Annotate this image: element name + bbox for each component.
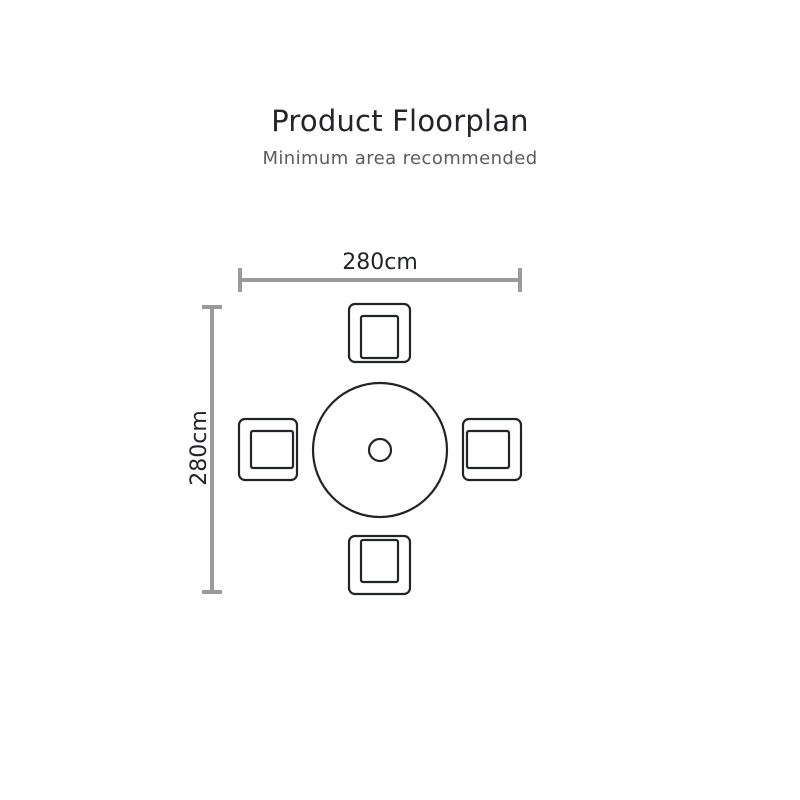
chair-top-outer xyxy=(347,302,412,364)
parasol-hole xyxy=(367,437,393,463)
chair-top xyxy=(347,302,412,364)
chair-top-seat xyxy=(359,314,400,360)
chair-right-outer xyxy=(461,417,523,482)
width-dimension-label: 280cm xyxy=(342,250,418,275)
page-subtitle: Minimum area recommended xyxy=(262,148,538,169)
page-title: Product Floorplan xyxy=(271,104,529,138)
chair-left-outer xyxy=(237,417,299,482)
chair-right-seat xyxy=(465,429,511,470)
chair-left-seat xyxy=(249,429,295,470)
chair-bottom xyxy=(347,534,412,596)
width-dimension-line xyxy=(238,268,522,292)
chair-left xyxy=(237,417,299,482)
depth-dimension-line xyxy=(202,305,222,594)
table-top xyxy=(311,381,449,519)
chair-right xyxy=(461,417,523,482)
chair-bottom-outer xyxy=(347,534,412,596)
chair-bottom-seat xyxy=(359,538,400,584)
round-table xyxy=(311,381,449,519)
